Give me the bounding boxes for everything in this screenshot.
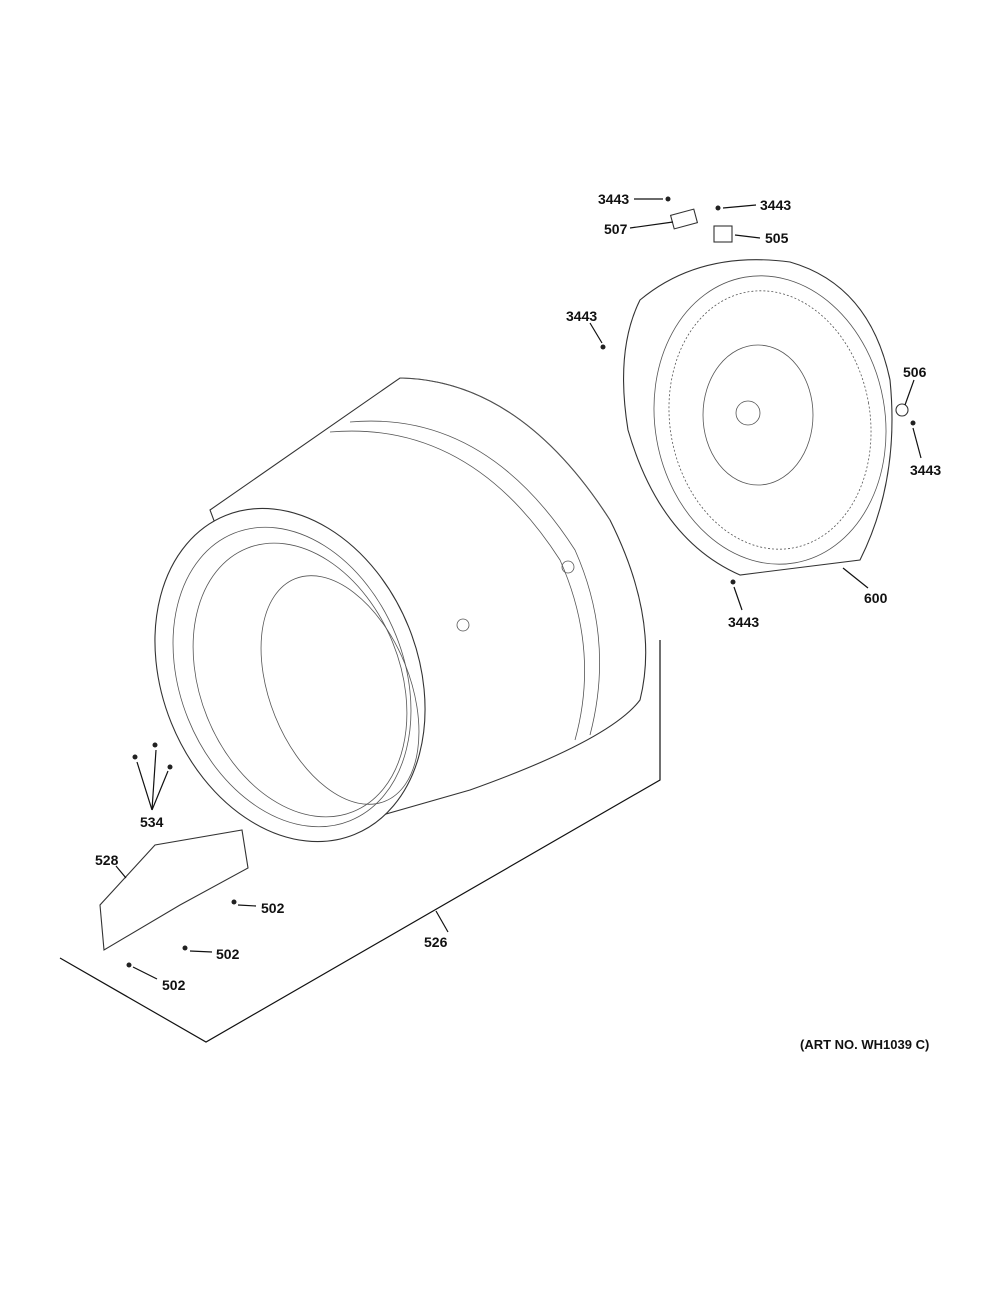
callout-534: 534: [140, 814, 164, 830]
leader-lines: [115, 198, 922, 980]
callout-3443: 3443: [598, 191, 629, 207]
callout-502: 502: [162, 977, 186, 993]
callout-528: 528: [95, 852, 119, 868]
drum-526: [154, 377, 647, 843]
callout-502: 502: [261, 900, 285, 916]
callout-3443: 3443: [728, 614, 759, 630]
callout-600: 600: [864, 590, 888, 606]
callout-507: 507: [604, 221, 628, 237]
callout-506: 506: [903, 364, 927, 380]
base-outline: [59, 640, 661, 1043]
callout-3443: 3443: [760, 197, 791, 213]
callout-505: 505: [765, 230, 789, 246]
callout-3443: 3443: [566, 308, 597, 324]
callout-526: 526: [424, 934, 448, 950]
art-number: (ART NO. WH1039 C): [800, 1037, 930, 1052]
screw-icons: [126, 196, 916, 968]
callout-3443: 3443: [910, 462, 941, 478]
callout-502: 502: [216, 946, 240, 962]
small-parts: [99, 208, 909, 951]
rear-bulkhead-600: [623, 259, 893, 576]
